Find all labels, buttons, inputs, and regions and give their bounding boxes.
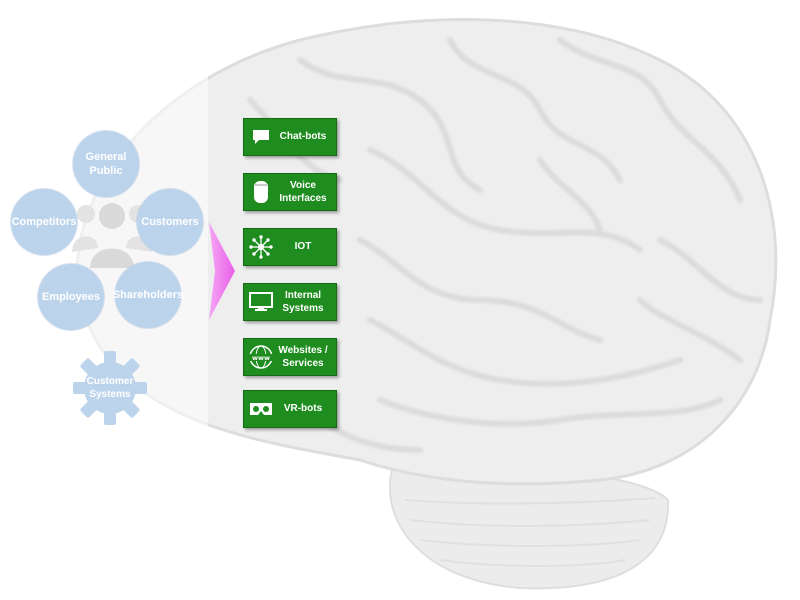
stakeholder-label: Customers [141,215,199,228]
customer-systems-label: Customer Systems [86,376,134,400]
stakeholder-label: General Public [85,150,127,177]
stakeholder-competitors: Competitors [11,189,77,255]
channel-label: Internal Systems [282,289,324,315]
channel-iot: IOT [243,228,337,266]
channel-voice-interfaces: Voice Interfaces [243,173,337,211]
people-group-icon [72,203,152,268]
vr-headset-icon [248,396,274,422]
monitor-icon [248,289,274,315]
www-globe-icon: www [248,344,274,370]
channel-chat-bots: Chat-bots [243,118,337,156]
channel-label: Chat-bots [279,131,327,143]
stakeholder-shareholders: Shareholders [112,262,184,328]
channel-vr-bots: VR-bots [243,390,337,428]
channel-label: Websites / Services [278,344,328,370]
network-hub-icon [248,234,274,260]
channel-internal-systems: Internal Systems [243,283,337,321]
stakeholder-label: Shareholders [112,288,184,301]
channel-websites-services: www Websites / Services [243,338,337,376]
stakeholder-general-public: General Public [73,131,139,197]
channel-label: IOT [294,241,312,253]
stakeholder-label: Competitors [11,215,77,228]
stakeholder-customers: Customers [137,189,203,255]
gear-icon [73,351,147,425]
channel-label: Voice Interfaces [279,179,327,205]
stakeholder-employees: Employees [38,264,104,330]
smart-speaker-icon [248,179,274,205]
svg-text:www: www [252,354,270,362]
arrow-right-icon [209,222,235,320]
channel-label: VR-bots [283,403,323,415]
stakeholder-label: Employees [41,290,101,303]
chat-bubble-icon [248,124,274,150]
